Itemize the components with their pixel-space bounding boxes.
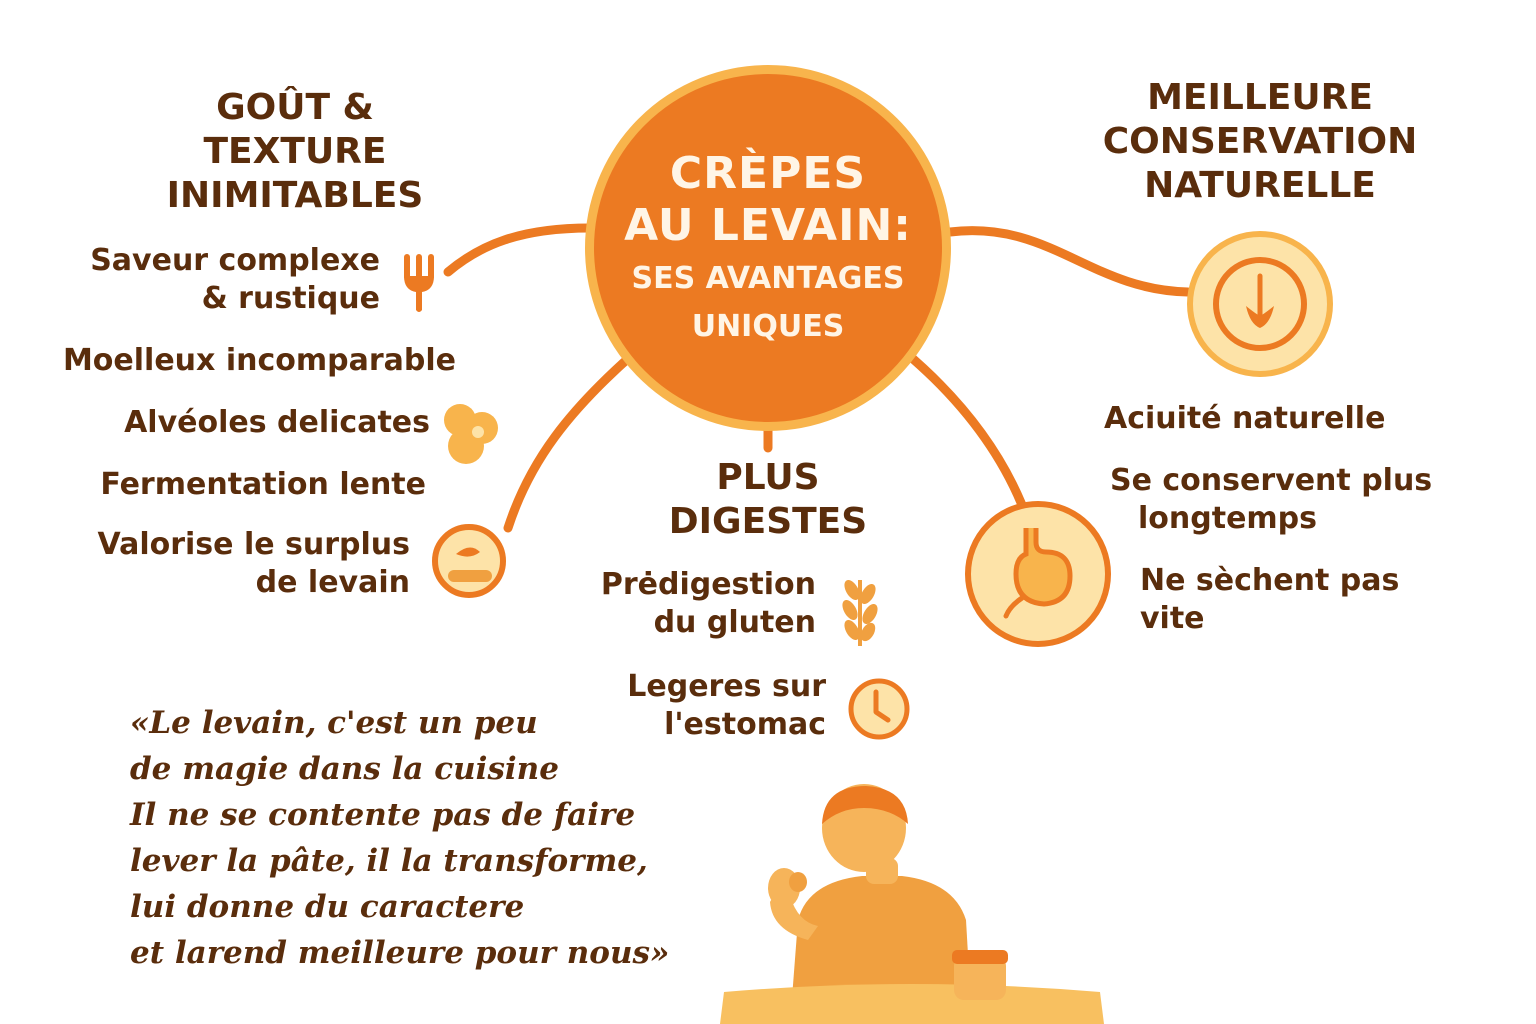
fork-icon bbox=[398, 250, 440, 316]
digest-item-gluten: Prėdigestion du gluten bbox=[600, 567, 816, 640]
conservation-item-seche: Ne sèchent pas vite bbox=[1140, 563, 1400, 636]
conservation-item-longtemps: Se conservent plus longtemps bbox=[1110, 463, 1433, 536]
hub-title-line2: AU LEVAIN: bbox=[624, 200, 912, 251]
hub-subtitle-line2: UNIQUES bbox=[691, 309, 845, 344]
conservation-heading: MEILLEURE CONSERVATION NATURELLE bbox=[1102, 77, 1418, 206]
taste-item-valorise: Valorise le surplus de levain bbox=[97, 527, 411, 600]
leaf-down-icon bbox=[1184, 228, 1336, 380]
digest-item-estomac: Legeres sur l'estomac bbox=[627, 669, 826, 742]
wheat-icon bbox=[832, 570, 886, 650]
hub-title-line1: CRÈPES bbox=[669, 148, 867, 199]
taste-item-fermentation: Fermentation lente bbox=[100, 467, 426, 502]
connector-conservation bbox=[945, 226, 1193, 297]
taste-item-alveoles: Alvéoles delicates bbox=[124, 405, 430, 440]
conservation-item-acidite: Aciuité naturelle bbox=[1104, 401, 1386, 436]
digest-heading: PLUS DIGESTES bbox=[668, 457, 868, 542]
quote-block: «Le levain, c'est un peu de magie dans l… bbox=[130, 705, 670, 971]
person-illustration bbox=[700, 780, 1120, 1024]
central-hub: CRÈPES AU LEVAIN: SES AVANTAGES UNIQUES bbox=[585, 65, 951, 431]
connector-valorise bbox=[503, 350, 637, 533]
hub-subtitle-line1: SES AVANTAGES bbox=[631, 261, 905, 296]
crepe-icon bbox=[430, 522, 508, 600]
taste-heading: GOÛT & TEXTURE INIMITABLES bbox=[166, 87, 424, 216]
stomach-icon bbox=[962, 498, 1114, 650]
bubbles-icon bbox=[438, 398, 504, 470]
connector-stomach bbox=[900, 347, 1027, 510]
taste-item-saveur: Saveur complexe & rustique bbox=[90, 243, 380, 316]
clock-icon bbox=[846, 676, 912, 742]
connector-taste bbox=[443, 223, 595, 277]
taste-item-moelleux: Moelleux incomparable bbox=[62, 343, 456, 378]
